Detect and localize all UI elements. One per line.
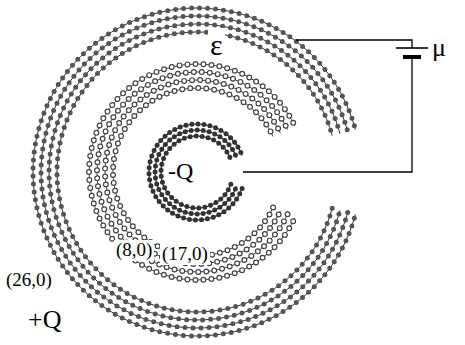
charge-label: +Q: [26, 306, 63, 335]
tube-index-label: (26,0): [4, 270, 54, 291]
label-holder: μ: [430, 34, 448, 63]
tube-index-label: (17,0): [160, 244, 210, 265]
label-holder: +Q: [26, 306, 63, 335]
label-holder: (8,0): [114, 240, 154, 261]
permittivity-symbol: ε: [208, 28, 225, 61]
label-holder: -Q: [166, 158, 195, 184]
label-holder: (17,0): [160, 244, 210, 265]
battery-symbol: [396, 48, 428, 57]
inner-nanotube: [149, 124, 242, 220]
label-holder: (26,0): [4, 270, 54, 291]
circuit-wires: [243, 40, 412, 172]
potential-symbol: μ: [430, 34, 448, 63]
charge-label: -Q: [166, 158, 195, 184]
label-holder: ε: [208, 28, 225, 61]
tube-index-label: (8,0): [114, 240, 154, 261]
